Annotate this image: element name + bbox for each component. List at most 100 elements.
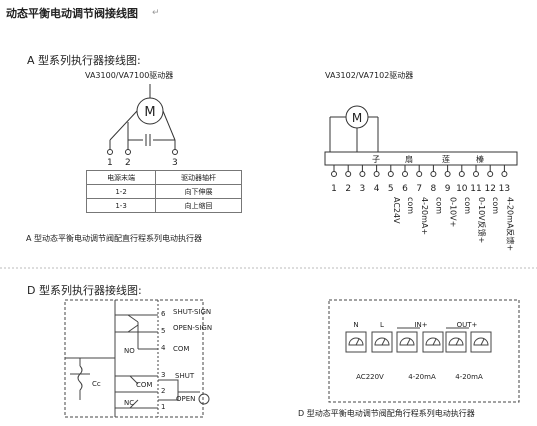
signal-label: 4-20mA反馈+ [505,197,515,251]
terminal-number: 5 [388,184,394,194]
side-number: 5 [161,327,165,335]
signal-label: com [463,197,472,214]
terminal-number: 2 [345,184,351,194]
terminal-number: 9 [445,184,451,194]
terminal-circle [359,171,366,177]
terminal-number: 1 [331,184,337,194]
d-switch-box [64,299,210,418]
terminal-number: 7 [416,184,422,194]
right-model-label: VA3102/VA7102驱动器 [325,71,414,80]
side-number: 1 [161,403,165,411]
terminal-module [445,331,467,353]
terminal-module [396,331,418,353]
d-module-labels: N L IN+ OUT+ AC220V 4-20mA 4-20mA [353,321,483,381]
power-label-ac220v: AC220V [356,373,384,381]
terminal-circle [487,171,494,177]
nc-bottom-label: NC [124,399,134,407]
d-switch-labels: SHUT-SIGN OPEN-SIGN NO COM SHUT Cc COM N… [92,308,212,407]
side-number: 4 [161,344,166,352]
module-label-n: N [353,321,358,329]
strip-labels: 子 扇 莲 榛 [372,154,484,164]
power-label-out-ma: 4-20mA [455,373,483,381]
terminal-number: 12 [484,184,495,194]
wiring-table: 电源末端 驱动器轴杆 1-2 向下伸展 1-3 向上缩回 [85,170,242,213]
table-cell: 向下伸展 [155,184,242,199]
return-mark: ↵ [152,8,160,18]
terminal-number: 3 [360,184,366,194]
left-terminal-3: 3 [172,158,178,168]
terminal-circle [416,171,423,177]
shut-label: SHUT [175,372,195,380]
terminal-circle [430,171,437,177]
module-label-out: OUT+ [457,321,478,329]
section-d-heading: D 型系列执行器接线图: [27,284,142,297]
com-mid-label: COM [136,381,152,389]
terminal-number: 11 [470,184,481,194]
signal-label: AC24V [392,197,401,224]
table-row: 电源末端 驱动器轴杆 [85,170,242,185]
table-header-cell: 电源末端 [85,170,157,185]
terminal-strip [324,151,518,166]
terminal-module [422,331,444,353]
side-number: 3 [161,371,165,379]
shut-sign-label: SHUT-SIGN [173,308,211,316]
signal-label: com [491,197,500,214]
terminal-number: 4 [374,184,380,194]
terminal-circles [331,165,508,177]
terminal-circle [387,171,394,177]
strip-label-1: 子 [372,155,380,164]
section-a-heading: A 型系列执行器接线图: [27,54,141,67]
terminal-number: 6 [402,184,408,194]
terminal-circle [373,171,380,177]
page-title: 动态平衡电动调节阀接线图 [6,7,138,20]
side-number: 2 [161,387,165,395]
section-d-caption: D 型动态平衡电动调节阀配角行程系列电动执行器 [298,409,475,418]
terminal-circle [331,171,337,177]
terminal-circle [402,171,408,177]
left-model-label: VA3100/VA7100驱动器 [85,71,174,80]
terminal-circle [501,171,508,177]
terminal-number: 13 [499,184,510,194]
table-cell: 1-3 [85,198,157,213]
power-label-in-ma: 4-20mA [408,373,436,381]
d-side-numbers: 6 5 4 3 2 1 [161,310,166,411]
table-header-cell: 驱动器轴杆 [155,170,242,185]
cc-label: Cc [92,380,101,388]
terminal-module [345,331,367,353]
strip-label-4: 榛 [476,154,484,164]
strip-label-3: 莲 [442,154,450,164]
terminal-number: 8 [431,184,437,194]
terminal-module [470,331,492,353]
signal-label: 0-10V+ [449,197,458,227]
left-terminal-2: 2 [125,158,131,168]
table-row: 1-3 向上缩回 [85,198,242,213]
left-motor-label: M [144,105,155,120]
nc-top-label: NO [124,347,135,355]
strip-label-2: 扇 [405,154,413,164]
table-row: 1-2 向下伸展 [85,184,242,199]
module-label-in: IN+ [414,321,427,329]
signal-label: com [406,197,415,214]
d-modules [345,331,492,353]
left-terminal-numbers: 1 2 3 [107,158,178,168]
signal-label: 4-20mA+ [420,197,429,235]
table-cell: 1-2 [85,184,157,199]
terminal-module [371,331,393,353]
right-motor-diagram [324,105,518,177]
terminal-circle [458,171,465,177]
section-a-caption: A 型动态平衡电动调节阀配直行程系列电动执行器 [26,234,203,243]
terminal-circle [473,171,479,177]
side-number: 6 [161,310,166,318]
d-module-box [328,299,520,403]
terminal-number: 10 [456,184,468,194]
signal-label: 0-10V反馈+ [477,197,487,243]
terminal-circle [444,171,451,177]
open-label: OPEN [176,395,195,403]
com-top-label: COM [173,345,189,353]
open-sign-label: OPEN-SIGN [173,324,212,332]
table-cell: 向上缩回 [155,198,242,213]
left-terminal-1: 1 [107,158,113,168]
